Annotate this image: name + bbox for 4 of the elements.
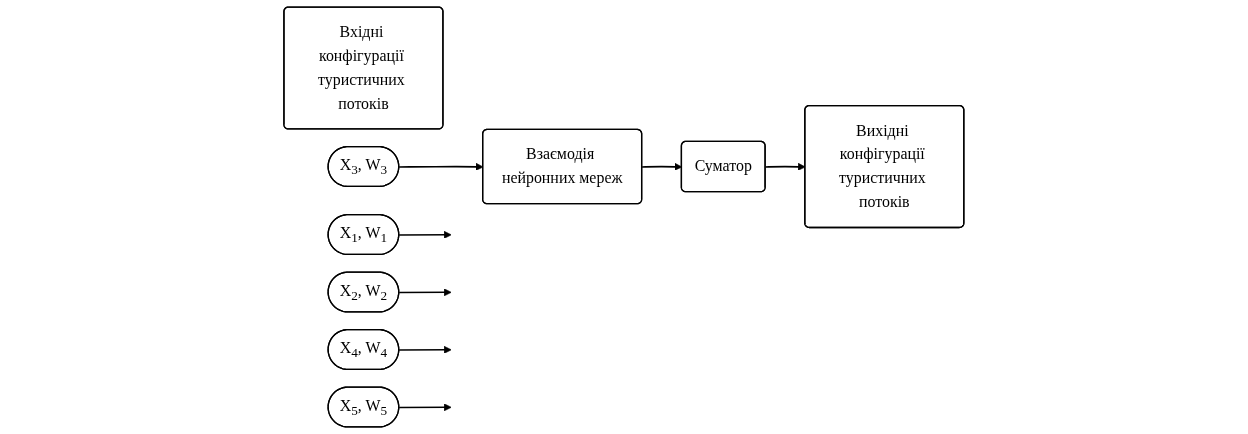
- arrow: [398, 403, 452, 412]
- arrow: [398, 230, 452, 239]
- arrow: [398, 288, 452, 297]
- arrow: [398, 345, 452, 354]
